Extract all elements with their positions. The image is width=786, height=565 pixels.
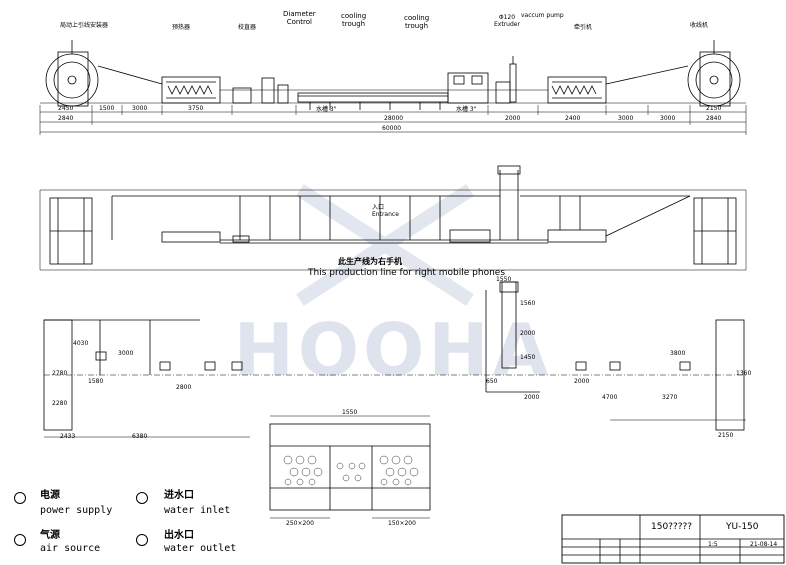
dim-bot-left-2: 6380 [132, 433, 148, 440]
label-cooling-trough-2: cooling trough [404, 14, 430, 30]
dim-top-8: 3000 [618, 115, 634, 122]
dim-bot-right-3: 1360 [736, 370, 752, 377]
title-date: 21-08-14 [750, 541, 778, 548]
legend-outlet-en: water outlet [164, 543, 237, 554]
dim-top-10: 2150 [706, 105, 722, 112]
dim-row2-total: 60000 [382, 125, 402, 132]
title-model: YU-150 [726, 522, 759, 532]
dim-bot-center-8: 3270 [662, 394, 678, 401]
section-right-dim: 150×200 [388, 520, 416, 527]
dim-bot-right-2: 2000 [574, 378, 590, 385]
dim-bot-center-2: 1560 [520, 300, 536, 307]
section-left-dim: 250×200 [286, 520, 314, 527]
dim-top-3: 3000 [132, 105, 148, 112]
legend-inlet-cn: 进水口 [164, 490, 194, 501]
label-capstan: 牵引机 [574, 24, 593, 31]
dim-row2-left: 2840 [58, 115, 74, 122]
dim-bot-right-1: 3800 [670, 350, 686, 357]
dim-bot-center-5: 650 [486, 378, 498, 385]
dim-row2-right: 2840 [706, 115, 722, 122]
legend-power-cn: 电源 [40, 490, 60, 501]
label-preheater: 预热器 [172, 24, 191, 31]
label-extruder: Φ120 Extruder [494, 14, 520, 28]
legend-inlet-en: water inlet [164, 505, 231, 516]
dim-bot-center-3: 2000 [520, 330, 536, 337]
water-outlet-icon [136, 534, 148, 546]
legend-air-en: air source [40, 543, 101, 554]
dim-bot-left-6: 2280 [52, 400, 68, 407]
caption-en: This production line for right mobile ph… [308, 268, 506, 278]
label-vacuum-pump: vaccum pump [521, 12, 564, 19]
dim-bot-left-8: 2780 [52, 370, 68, 377]
title-code: 150????? [651, 522, 693, 532]
power-supply-icon [14, 492, 26, 504]
dim-bot-center-6: 2000 [524, 394, 540, 401]
dim-bot-center-4: 1450 [520, 354, 536, 361]
dim-bot-right-4: 2150 [718, 432, 734, 439]
dim-bot-center-7: 4700 [602, 394, 618, 401]
legend-outlet-cn: 出水口 [164, 530, 194, 541]
air-source-icon [14, 534, 26, 546]
caption-cn: 此生产线为右手机 [338, 257, 402, 266]
trough-mark-left: 水槽 3" [316, 106, 337, 113]
dim-top-6: 2000 [505, 115, 521, 122]
legend-power-en: power supply [40, 505, 113, 516]
dim-top-7: 2400 [565, 115, 581, 122]
label-cooling-trough-1: cooling trough [341, 12, 367, 28]
dim-bot-left-5: 4030 [73, 340, 89, 347]
watermark-text: HOOHA [234, 308, 553, 392]
dim-top-1: 2450 [58, 105, 74, 112]
title-scale: 1:5 [708, 541, 718, 548]
dim-bot-left-3: 1580 [88, 378, 104, 385]
dim-bot-center-1: 1550 [496, 276, 512, 283]
dim-top-4: 3750 [188, 105, 204, 112]
dim-bot-left-1: 2433 [60, 433, 76, 440]
label-takeup: 收线机 [690, 22, 709, 29]
label-diameter-control: Diameter Control [283, 10, 316, 26]
section-top-dim: 1550 [342, 409, 358, 416]
dim-top-9: 3000 [660, 115, 676, 122]
trough-mark-right: 水槽 3" [456, 106, 477, 113]
legend-air-cn: 气源 [40, 530, 60, 541]
label-payoff: 局动上引线安装器 [60, 22, 109, 29]
dim-bot-left-7: 3000 [118, 350, 134, 357]
dim-top-2: 1500 [99, 105, 115, 112]
dim-bot-left-4: 2800 [176, 384, 192, 391]
dim-top-5: 28000 [384, 115, 404, 122]
water-inlet-icon [136, 492, 148, 504]
label-entrance: 入口 Entrance [372, 204, 399, 218]
label-straightener: 校直器 [238, 24, 257, 31]
